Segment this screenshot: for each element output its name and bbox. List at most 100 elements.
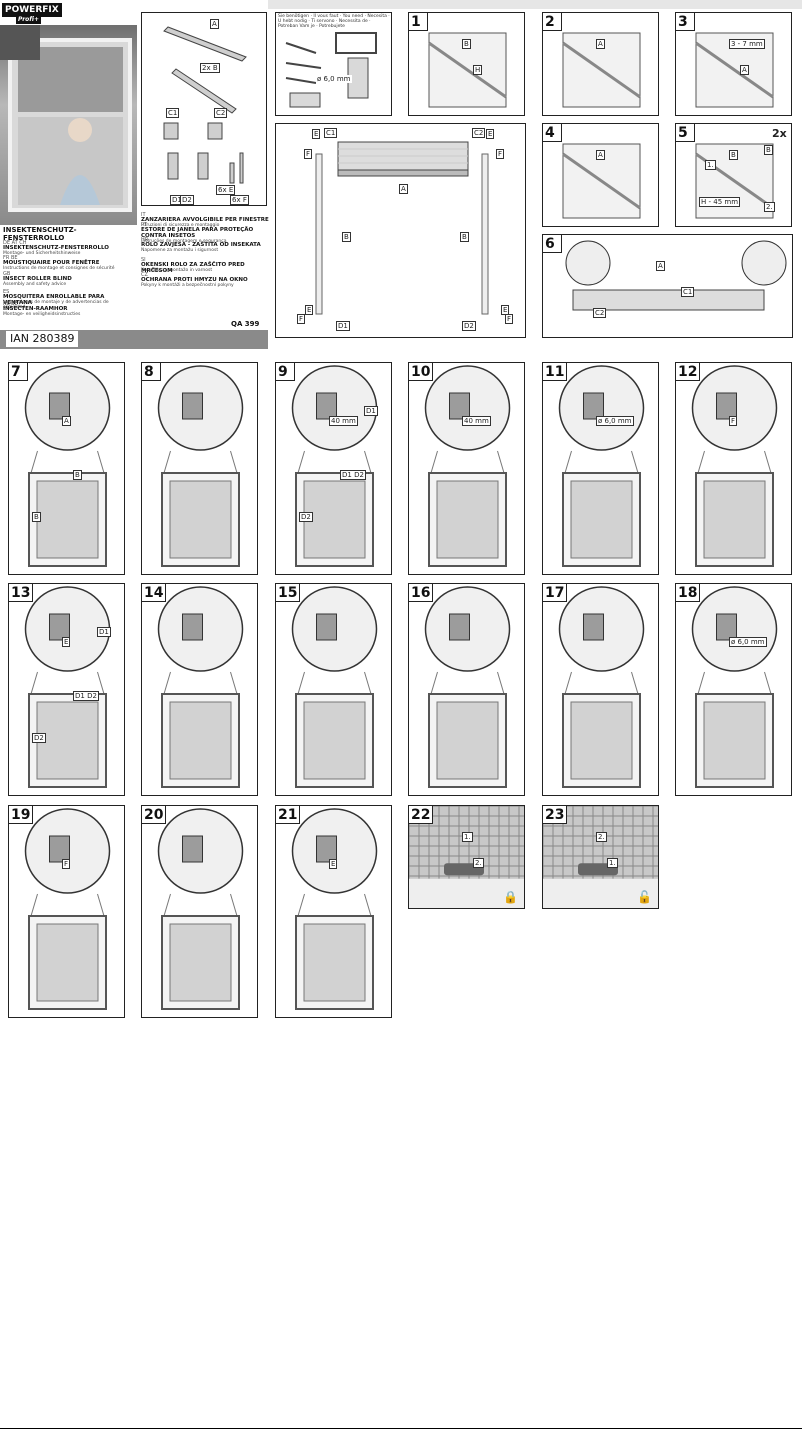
step-6-label: A [656, 261, 665, 271]
part-label-d2: D2 [180, 195, 194, 205]
part-label-e: 6x E [216, 185, 236, 195]
overview-label-e-left: E [312, 129, 321, 139]
language-code: NL BE [3, 301, 18, 307]
overview-label-f-left: F [304, 149, 313, 159]
step-23-label: 2. [596, 832, 607, 842]
step-8-illustration [157, 365, 244, 567]
drill-size-label: ø 6,0 mm [316, 75, 352, 83]
step-7-label: B [32, 512, 41, 522]
step-13-label: D1 [97, 627, 111, 637]
step-3-label: 3 - 7 mm [729, 39, 765, 49]
step-4-label: A [596, 150, 605, 160]
step-6-illustration [565, 240, 787, 311]
language-code: HR [141, 237, 149, 243]
step-number: 1 [409, 13, 428, 31]
overview-label-e-right: E [486, 129, 495, 139]
step-7-illustration [24, 365, 111, 567]
language-title: MOSQUITERA ENROLLABLE PARA VENTANA [3, 294, 105, 306]
overview-label-b-left: B [342, 232, 351, 242]
step-13-label: D2 [32, 733, 46, 743]
step-19-illustration [24, 808, 111, 1010]
language-code: DE AT CH [3, 240, 27, 246]
language-title: OKENSKI ROLO ZA ZAŠČITO PRED MRČESOM [141, 262, 245, 274]
step-19-label: F [62, 859, 71, 869]
language-subtitle: Montage- en veiligheidsinstructies [3, 312, 81, 317]
step-number: 12 [676, 363, 701, 381]
language-title: INSECTEN-RAAMHOR [3, 306, 68, 312]
step-12-label: F [729, 416, 738, 426]
step-number: 11 [543, 363, 568, 381]
step-number: 21 [276, 806, 301, 824]
language-subtitle: Navodila za montažo in varnost [141, 268, 213, 273]
step-6-label: C2 [593, 308, 607, 318]
language-subtitle: Assembly and safety advice [3, 282, 67, 287]
step-panel-3: 3 3 - 7 mm A [675, 12, 792, 116]
overview-label-c2: C2 [472, 128, 486, 138]
overview-label-f-br: F [505, 314, 514, 324]
step-15-illustration [291, 586, 378, 788]
step-5-label: 2x [771, 127, 788, 140]
step-9-label: D1 D2 [340, 470, 366, 480]
step-1-label: H [473, 65, 483, 75]
brand-logo: POWERFIX [2, 3, 62, 17]
step-11-illustration [558, 365, 645, 567]
step-3-label: A [740, 65, 749, 75]
step-9-illustration [291, 365, 378, 567]
language-code: FR BE [3, 255, 18, 261]
step-number: 18 [676, 584, 701, 602]
step-number: 16 [409, 584, 434, 602]
part-label-f: 6x F [230, 195, 249, 205]
language-code: ES [3, 289, 10, 295]
overview-label-b-right: B [460, 232, 469, 242]
overview-label-d1: D1 [336, 321, 350, 331]
step-panel-16: 16 [408, 583, 525, 796]
step-5-label: H - 45 mm [699, 197, 741, 207]
overview-label-c1: C1 [324, 128, 338, 138]
language-subtitle: Instructions de montage et consignes de … [3, 266, 115, 271]
page-footer-line [0, 1428, 802, 1429]
step-number: 3 [676, 13, 695, 31]
tools-panel: Sie benötigen · Il vous faut · You need … [275, 12, 392, 116]
overview-label-e-bl: E [305, 305, 314, 315]
step-16-illustration [424, 586, 511, 788]
overview-label-f-right: F [496, 149, 505, 159]
step-number: 5 [676, 124, 695, 142]
step-14-illustration [157, 586, 244, 788]
step-5-label: B [729, 150, 738, 160]
step-18-illustration [691, 586, 778, 788]
language-title: OCHRANA PROTI HMYZU NA OKNO [141, 277, 248, 283]
step-22-label: 2. [473, 858, 484, 868]
step-number: 20 [142, 806, 167, 824]
step-23-label: 1. [607, 858, 618, 868]
qa-code: QA 399 [231, 320, 260, 328]
tools-text: Sie benötigen · Il vous faut · You need … [278, 14, 390, 29]
step-9-label: 40 mm [329, 416, 358, 426]
step-17-illustration [558, 586, 645, 788]
part-label-c2: C2 [214, 108, 228, 118]
step-number: 23 [543, 806, 568, 824]
step-10-illustration [424, 365, 511, 567]
brand-sub-logo: Profi+ [16, 16, 42, 24]
language-title: ROLO ZAVJESA - ZAŠTITA OD INSEKATA [141, 242, 261, 248]
step-number: 4 [543, 124, 562, 142]
step-12-illustration [691, 365, 778, 567]
step-5-label: 1. [705, 160, 716, 170]
language-title: INSEKTENSCHUTZ-FENSTERROLLO [3, 245, 109, 251]
overview-label-a: A [399, 184, 408, 194]
ian-number: IAN 280389 [6, 331, 78, 347]
window-photo-illustration [0, 25, 132, 212]
step-number: 2 [543, 13, 562, 31]
step-number: 15 [276, 584, 301, 602]
step-5-label: B [764, 145, 773, 155]
language-subtitle: Instrucciones de montaje y de advertenci… [3, 300, 109, 310]
step-panel-15: 15 [275, 583, 392, 796]
step-panel-17: 17 [542, 583, 659, 796]
